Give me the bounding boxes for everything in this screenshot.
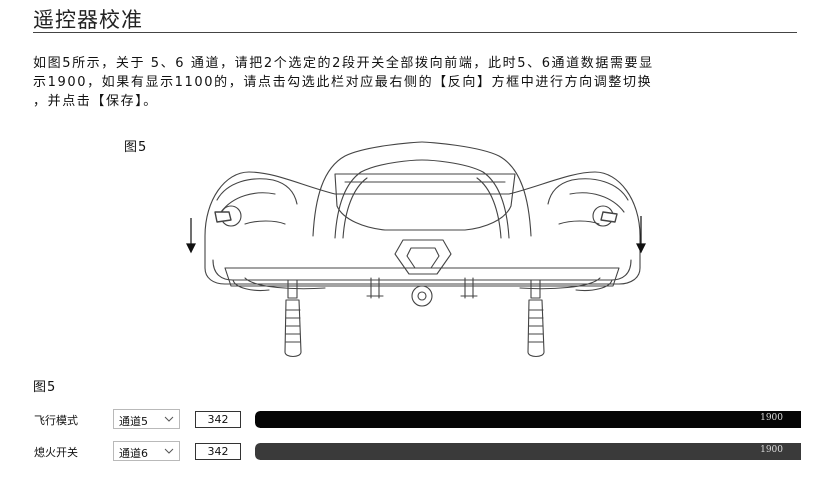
- arrow-down-icon: [636, 216, 646, 254]
- instruction-line-1: 如图5所示，关于 5、6 通道，请把2个选定的2段开关全部拨向前端，此时5、6通…: [33, 56, 654, 71]
- channel-value-box: 342: [195, 411, 241, 428]
- channel-bar-text: 1900: [760, 445, 783, 455]
- instruction-line-2: 示1900，如果有显示1100的，请点击勾选此栏对应最右侧的【反向】方框中进行方…: [33, 75, 653, 90]
- channel-bar-text: 1900: [760, 413, 783, 423]
- channel-name: 熄火开关: [34, 446, 78, 459]
- channel-name: 飞行模式: [34, 414, 78, 427]
- channel-bar-fill: [255, 411, 801, 428]
- channel-select-value: 通道5: [119, 415, 148, 428]
- remote-controller-figure: [185, 128, 660, 363]
- chevron-down-icon: [164, 448, 174, 454]
- channel-row: 飞行模式 通道5 342 1900: [0, 409, 828, 431]
- channel-row: 熄火开关 通道6 342 1900: [0, 441, 828, 463]
- instructions-block: 如图5所示，关于 5、6 通道，请把2个选定的2段开关全部拨向前端，此时5、6通…: [33, 54, 803, 111]
- instruction-line-3: ，并点击【保存】。: [33, 94, 158, 109]
- figure-caption-bottom: 图5: [33, 380, 57, 395]
- channel-bar-fill: [255, 443, 801, 460]
- remote-controller-illustration: [186, 141, 646, 358]
- channel-select[interactable]: 通道5: [113, 409, 180, 429]
- chevron-down-icon: [164, 416, 174, 422]
- channel-progress-bar: 1900: [255, 443, 801, 460]
- title-divider: [33, 32, 797, 33]
- channel-select-value: 通道6: [119, 447, 148, 460]
- channel-value-box: 342: [195, 443, 241, 460]
- channel-select[interactable]: 通道6: [113, 441, 180, 461]
- page-title: 遥控器校准: [33, 8, 143, 32]
- channel-progress-bar: 1900: [255, 411, 801, 428]
- figure-caption-top: 图5: [124, 140, 148, 155]
- arrow-down-icon: [186, 218, 196, 254]
